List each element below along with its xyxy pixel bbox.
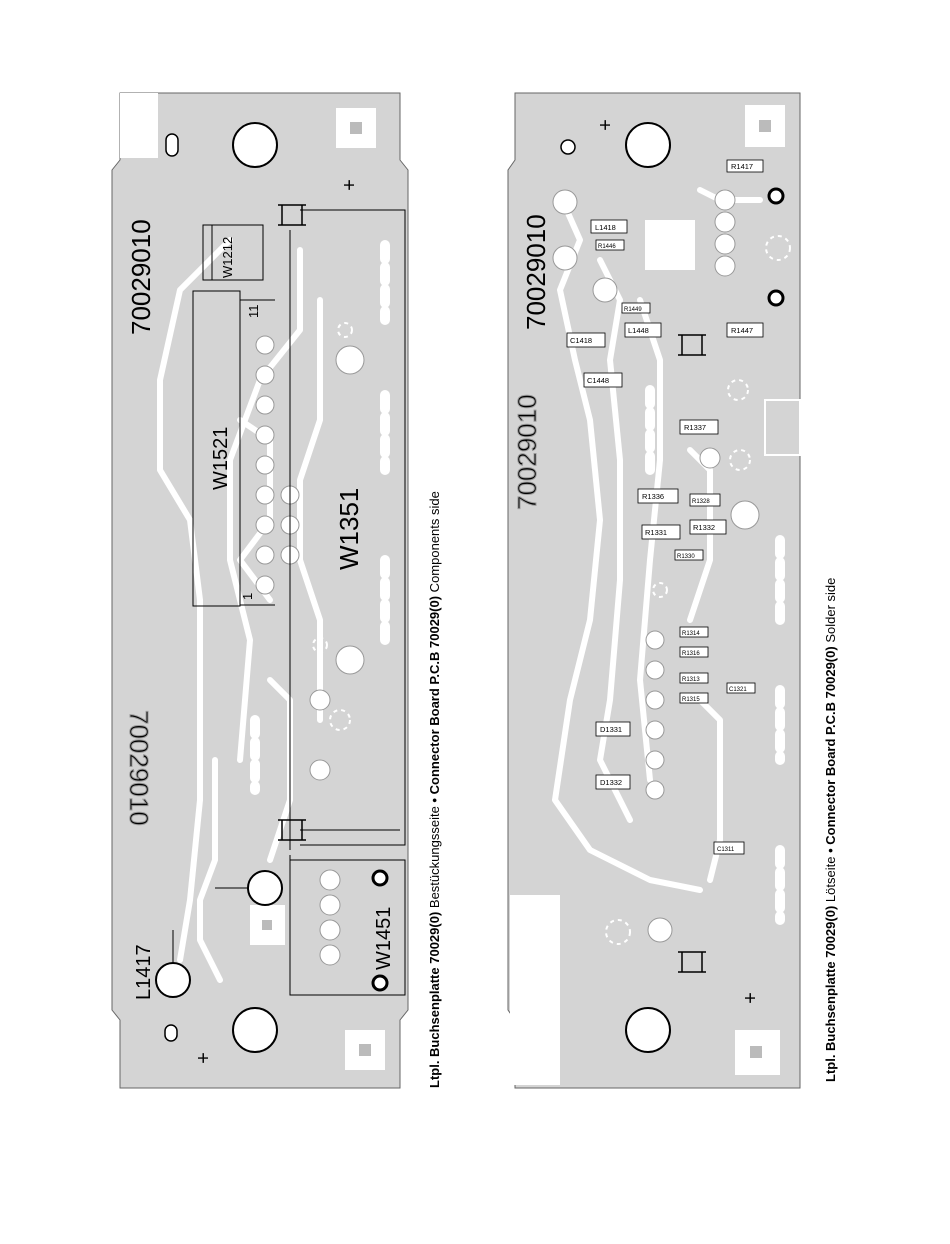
solder-caption-de-bold: Ltpl. Buchsenplatte 70029(0) (823, 905, 838, 1082)
d1331-label: D1331 (600, 725, 622, 734)
r1337-label: R1337 (684, 423, 706, 432)
r1446-label: R1446 (598, 244, 616, 250)
c1311-label: C1311 (717, 847, 735, 853)
w1212-label: W1212 (220, 237, 235, 278)
components-side-caption: Ltpl. Buchsenplatte 70029(0) Bestückungs… (427, 491, 442, 1088)
l1417-label: L1417 (133, 944, 155, 1000)
c1448-label: C1448 (587, 376, 609, 385)
components-caption-separator: • (427, 798, 442, 803)
components-caption-de-bold: Ltpl. Buchsenplatte 70029(0) (427, 911, 442, 1088)
l1418-label: L1418 (595, 223, 616, 232)
solder-caption-de-normal: Lötseite (823, 856, 838, 903)
components-side-board: + + 70029010 70029010 L1417 W1451 W1351 … (111, 92, 409, 1089)
c1321-label: C1321 (729, 687, 747, 693)
r1449-label: R1449 (624, 307, 642, 313)
r1328-label: R1328 (692, 499, 710, 505)
r1417-label: R1417 (731, 162, 753, 171)
w1521-pin-1-label: 1 (240, 593, 255, 600)
solder-board-number: 70029010 (521, 214, 551, 330)
w1521-pin-11-label: 11 (246, 305, 261, 319)
r1313-label: R1313 (682, 677, 700, 683)
l1448-label: L1448 (628, 326, 649, 335)
w1521-label: W1521 (210, 427, 232, 490)
solder-side-caption: Ltpl. Buchsenplatte 70029(0) Lötseite • … (823, 578, 838, 1082)
board-number-label: 70029010 (126, 219, 156, 335)
r1330-label: R1330 (677, 554, 695, 560)
solder-caption-en-normal: Solder side (823, 577, 838, 643)
solder-plus-top: + (595, 119, 617, 131)
w1451-label: W1451 (373, 907, 395, 970)
solder-side-board: + + 70029010 70029010 C1418 C1448 L1418 … (507, 92, 801, 1089)
board-number-mirrored: 70029010 (124, 710, 154, 826)
r1332-label: R1332 (693, 523, 715, 532)
components-caption-en-bold: Connector Board P.C.B 70029(0) (427, 595, 442, 795)
components-caption-en-normal: Components side (427, 491, 442, 593)
d1332-label: D1332 (600, 778, 622, 787)
r1331-label: R1331 (645, 528, 667, 537)
r1315-label: R1315 (682, 697, 700, 703)
plus-mark-top: + (339, 179, 361, 191)
r1336-label: R1336 (642, 492, 664, 501)
solder-board-number-outline: 70029010 (512, 394, 542, 510)
w1351-label: W1351 (334, 488, 364, 570)
components-caption-de-normal: Bestückungsseite (427, 806, 442, 909)
solder-plus-bottom: + (740, 992, 762, 1004)
c1418-label: C1418 (570, 336, 592, 345)
solder-caption-en-bold: Connector Board P.C.B 70029(0) (823, 646, 838, 845)
r1314-label: R1314 (682, 631, 700, 637)
solder-caption-separator: • (823, 848, 838, 853)
r1447-label: R1447 (731, 326, 753, 335)
r1316-label: R1316 (682, 651, 700, 657)
plus-mark-bottom: + (193, 1052, 215, 1064)
